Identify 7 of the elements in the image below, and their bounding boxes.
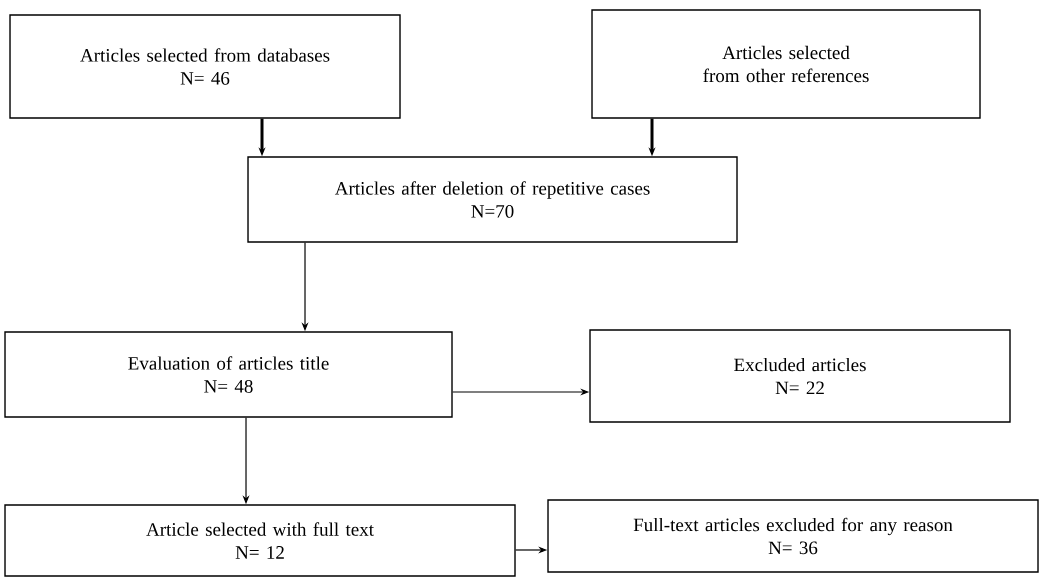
process-box: Articles selected from databases N= 46	[9, 14, 401, 119]
process-box: Article selected with full text N= 12	[4, 504, 516, 577]
process-box: Full-text articles excluded for any reason N= 36	[547, 499, 1039, 573]
process-box: Excluded articles N= 22	[589, 329, 1011, 423]
process-box: Articles after deletion of repetitive cases N=70	[247, 156, 738, 243]
process-box: Articles selected from other references	[591, 9, 981, 119]
process-box: Evaluation of articles title N= 48	[4, 331, 453, 418]
